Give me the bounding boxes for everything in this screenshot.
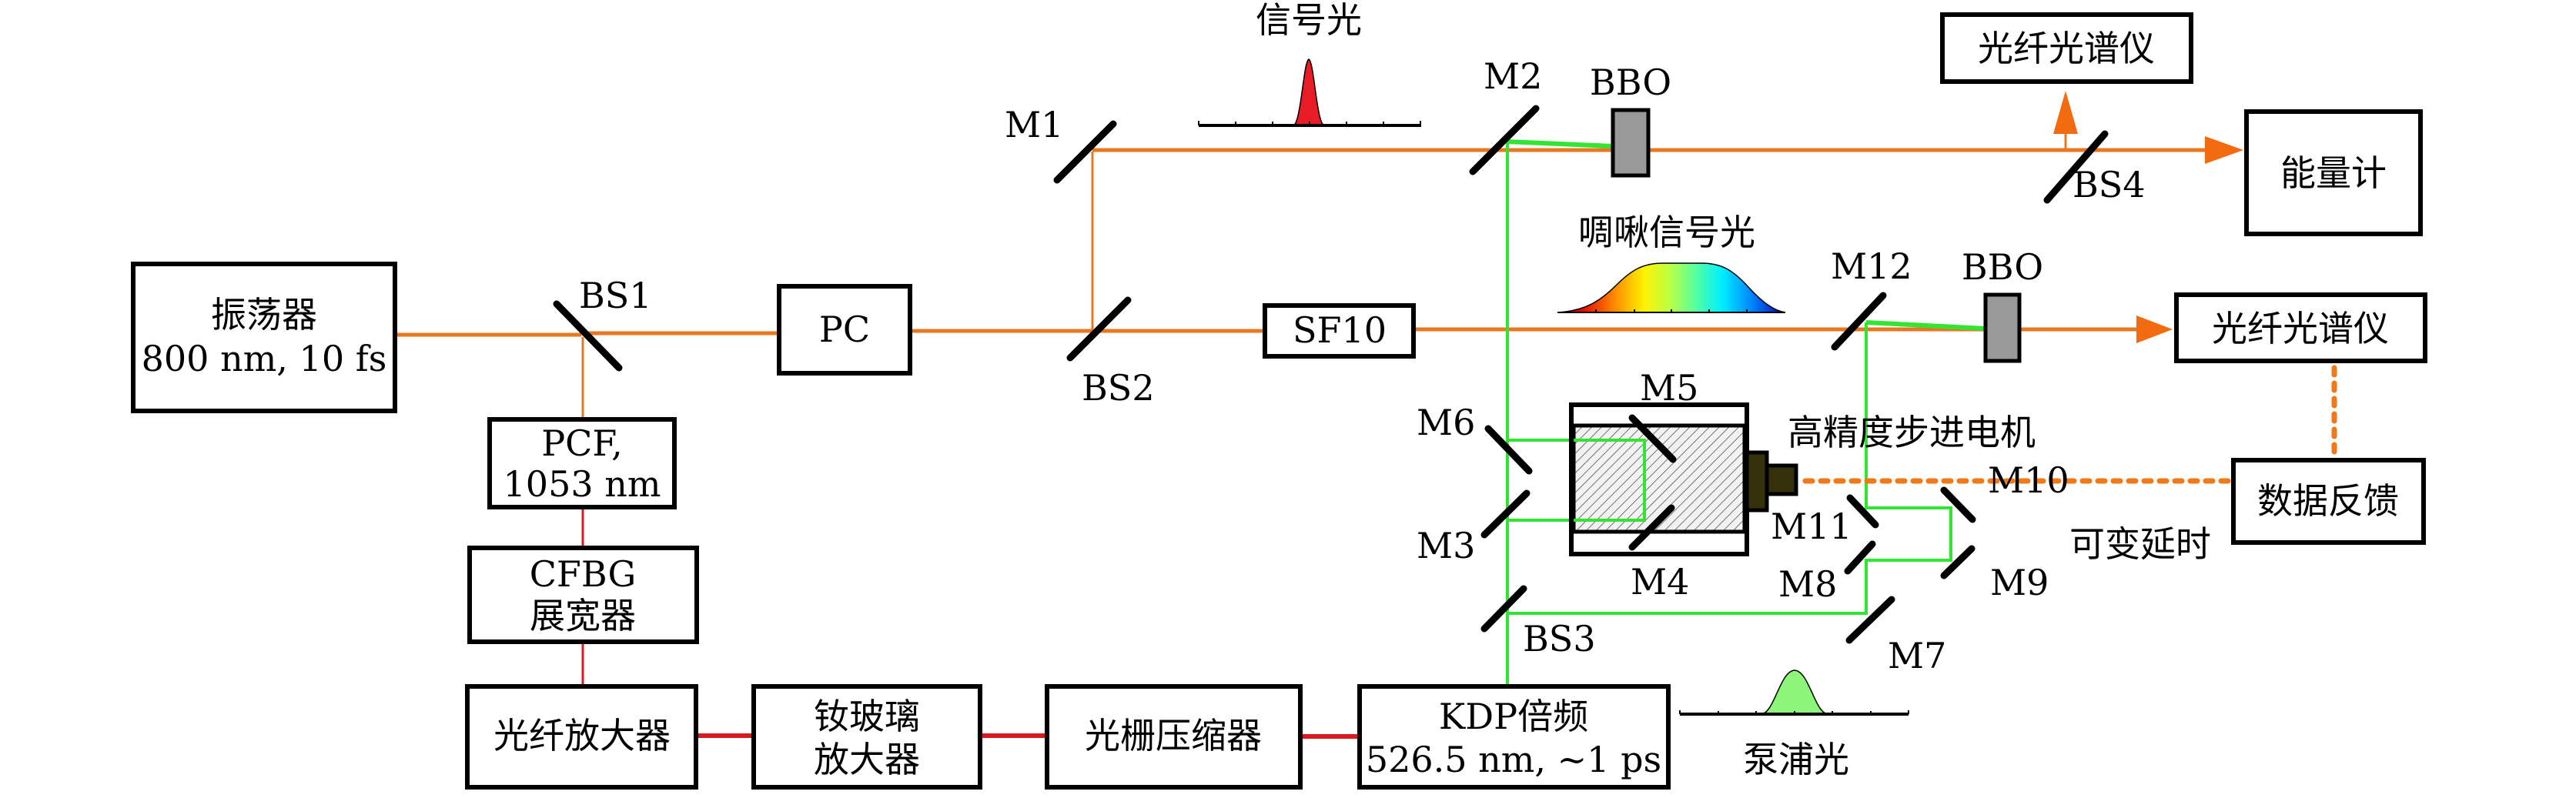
- m12-mirror: [1831, 292, 1887, 351]
- m4-mirror: [1628, 504, 1675, 551]
- m10-mirror: [1940, 486, 1976, 523]
- m1-label: M1: [1005, 104, 1063, 145]
- energy-meter-label: 能量计: [2280, 152, 2387, 194]
- bbo-mid-label: BBO: [1962, 246, 2043, 288]
- kdp-doubler-box: KDP倍频 526.5 nm, ~1 ps: [1357, 684, 1671, 790]
- m1-mirror: [1053, 120, 1117, 184]
- m8-mirror: [1844, 540, 1876, 575]
- oscillator-box: 振荡器 800 nm, 10 fs: [131, 262, 397, 413]
- signal-spectrum-inset: [1198, 58, 1421, 127]
- m7-label: M7: [1888, 635, 1946, 676]
- m4-label: M4: [1631, 561, 1689, 603]
- m9-mirror: [1940, 545, 1975, 579]
- m3-label: M3: [1417, 525, 1475, 566]
- chirped-spectrum-shape: [1557, 262, 1786, 313]
- cfbg-label: CFBG: [530, 553, 637, 595]
- spectrometer-top-label: 光纤光谱仪: [1978, 28, 2155, 69]
- bs3-label: BS3: [1523, 618, 1596, 659]
- m10-label: M10: [1988, 459, 2069, 501]
- spectrometer-mid-box: 光纤光谱仪: [2174, 292, 2427, 363]
- m9-label: M9: [1990, 562, 2049, 603]
- kdp-label: KDP倍频: [1439, 696, 1588, 737]
- m3-mirror: [1480, 489, 1531, 539]
- bs1-label: BS1: [579, 275, 652, 316]
- ndglass-label: 钕玻璃: [814, 696, 920, 737]
- cfbg-stretcher-label: 展宽器: [530, 595, 636, 636]
- oscillator-spec: 800 nm, 10 fs: [142, 338, 387, 379]
- ndglass-amplifier-box: 钕玻璃 放大器: [751, 684, 982, 790]
- signal-spectrum-peak: [1293, 58, 1325, 126]
- bs2-mirror: [1066, 296, 1132, 362]
- pcf-label: PCF,: [541, 422, 623, 464]
- kdp-spec: 526.5 nm, ~1 ps: [1366, 739, 1661, 780]
- pump-spectrum-inset: [1679, 669, 1909, 716]
- variable-delay-label: 可变延时: [2069, 523, 2211, 565]
- pump-spectrum-peak: [1761, 669, 1828, 715]
- delay-stage[interactable]: [1569, 402, 1749, 556]
- pc-label: PC: [819, 309, 870, 350]
- m5-label: M5: [1640, 367, 1698, 409]
- bbo-top-label: BBO: [1590, 62, 1671, 103]
- spectrometer-top-box: 光纤光谱仪: [1940, 12, 2193, 84]
- spectrometer-mid-label: 光纤光谱仪: [2212, 308, 2389, 349]
- pump-beam-variable-delay: [1507, 322, 1952, 615]
- pump-beam-to-bbo-mid: [1865, 320, 1986, 331]
- bbo-crystal-mid: [1983, 292, 2022, 363]
- m11-mirror: [1846, 494, 1879, 529]
- pump-spectrum-ticks: [1679, 710, 1909, 714]
- grating-compressor-box: 光栅压缩器: [1045, 684, 1303, 790]
- m6-mirror: [1484, 425, 1533, 475]
- m5-mirror: [1628, 414, 1677, 463]
- pcf-wavelength: 1053 nm: [503, 463, 661, 505]
- pump-beam-to-bbo-top: [1506, 139, 1614, 149]
- energy-meter-box: 能量计: [2244, 109, 2423, 236]
- m11-label: M11: [1771, 506, 1852, 547]
- m2-label: M2: [1484, 55, 1542, 97]
- data-feedback-box: 数据反馈: [2231, 458, 2426, 545]
- data-feedback-label: 数据反馈: [2257, 480, 2399, 522]
- cfbg-stretcher-box: CFBG 展宽器: [467, 546, 699, 644]
- m12-label: M12: [1831, 245, 1912, 287]
- bs1-mirror: [553, 300, 623, 372]
- oscillator-label: 振荡器: [211, 294, 317, 336]
- pc-box: PC: [777, 284, 912, 376]
- arrow-to-energy-meter: [2205, 136, 2243, 164]
- chirped-spectrum-ticks: [1595, 309, 1748, 312]
- m8-label: M8: [1778, 563, 1837, 605]
- stepper-motor-label: 高精度步进电机: [1788, 412, 2036, 453]
- m2-mirror: [1469, 105, 1540, 175]
- bs3-mirror: [1480, 585, 1527, 633]
- bs2-label: BS2: [1082, 367, 1155, 409]
- fiber-amplifier-label: 光纤放大器: [493, 715, 671, 756]
- m6-label: M6: [1417, 402, 1475, 443]
- ndglass-amp-label: 放大器: [814, 739, 920, 780]
- arrow-to-spectrometer-top: [2053, 91, 2078, 134]
- signal-spectrum-ticks: [1198, 121, 1421, 125]
- fiber-amplifier-box: 光纤放大器: [465, 684, 698, 790]
- m7-mirror: [1845, 596, 1895, 644]
- pump-light-label: 泵浦光: [1743, 739, 1849, 780]
- stepper-motor-body: [1745, 450, 1769, 513]
- bs4-mirror: [2043, 130, 2109, 204]
- signal-light-label: 信号光: [1256, 0, 1362, 41]
- arrow-to-spectrometer-mid: [2136, 316, 2173, 343]
- sf10-label: SF10: [1293, 309, 1387, 351]
- grating-compressor-label: 光栅压缩器: [1085, 715, 1262, 756]
- bbo-crystal-top: [1611, 108, 1651, 178]
- stepper-motor-shaft: [1765, 463, 1798, 496]
- pcf-box: PCF, 1053 nm: [487, 417, 677, 509]
- sf10-box: SF10: [1263, 303, 1416, 359]
- bs4-label: BS4: [2073, 164, 2146, 205]
- chirped-signal-label: 啁啾信号光: [1578, 212, 1755, 253]
- chirped-spectrum-inset: [1557, 262, 1786, 313]
